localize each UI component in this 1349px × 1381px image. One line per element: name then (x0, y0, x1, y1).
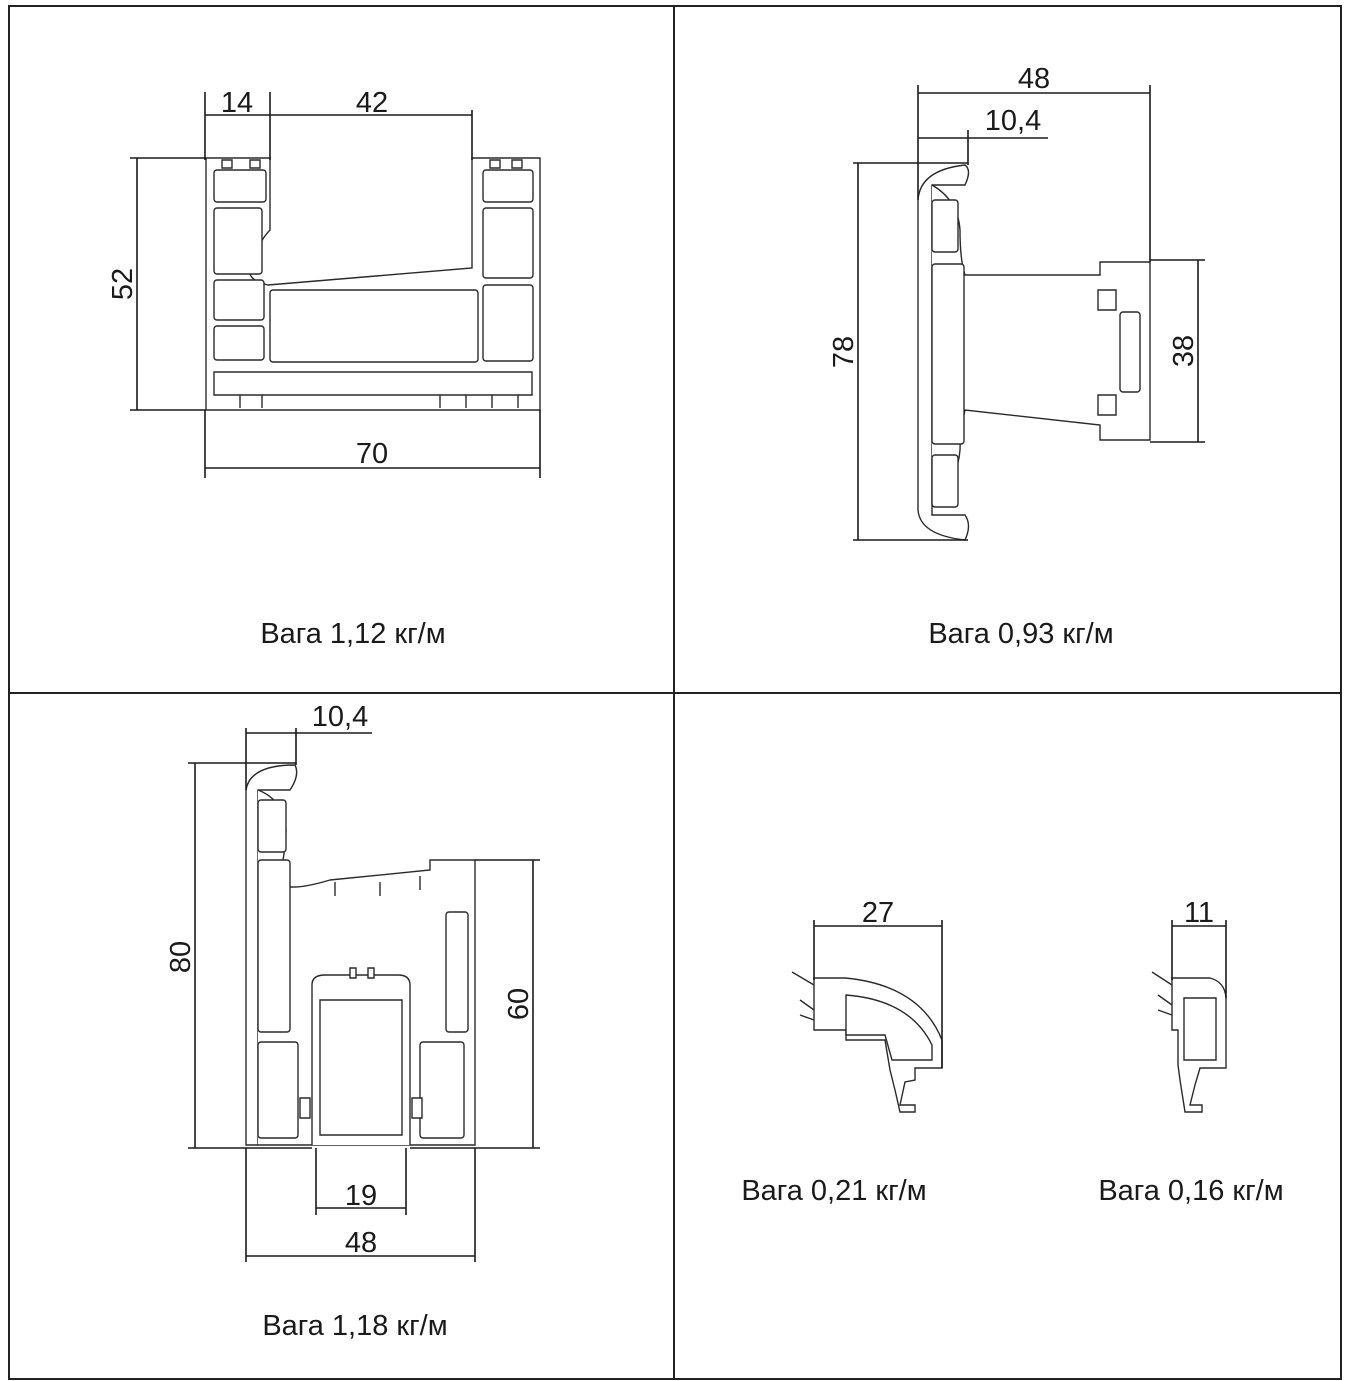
dim-11: 11 (1184, 897, 1214, 929)
dim-10-4: 10,4 (312, 701, 368, 733)
sash-profile-drawing (245, 764, 476, 1146)
frame-dimension-lines (130, 92, 541, 478)
frame-profile-drawing (205, 157, 541, 411)
dim-19: 19 (345, 1180, 377, 1212)
dim-42: 42 (356, 87, 388, 119)
sash-dimension-lines (188, 728, 540, 1262)
glazing-bead-large-drawing (791, 971, 943, 1113)
dim-52: 52 (107, 268, 139, 300)
dim-14: 14 (221, 87, 253, 119)
panel-sash-profile: 10,4 80 60 19 48 Вага 1,18 кг/м (165, 701, 540, 1342)
dim-60: 60 (503, 988, 535, 1020)
mullion-dimension-lines (853, 85, 1205, 541)
dim-80: 80 (165, 941, 197, 973)
weight-label-bead-small: Вага 0,16 кг/м (1098, 1175, 1283, 1207)
weight-label-mullion: Вага 0,93 кг/м (928, 618, 1113, 650)
dim-78: 78 (828, 336, 860, 368)
dim-48: 48 (1018, 63, 1050, 95)
dim-38: 38 (1168, 335, 1200, 367)
panel-grid (8, 5, 1342, 1380)
panel-frame-profile: 14 42 52 70 Вага 1,12 кг/м (107, 87, 541, 650)
panel-mullion-profile: 48 10,4 78 38 Вага 0,93 кг/м (828, 63, 1205, 650)
dim-10-4: 10,4 (985, 105, 1041, 137)
glazing-bead-dimension-lines (813, 920, 1227, 1068)
weight-label-frame: Вага 1,12 кг/м (260, 618, 445, 650)
dim-48: 48 (345, 1227, 377, 1259)
mullion-profile-drawing (917, 164, 1151, 541)
weight-label-sash: Вага 1,18 кг/м (262, 1310, 447, 1342)
dim-27: 27 (862, 897, 894, 929)
glazing-bead-small-drawing (1151, 971, 1227, 1113)
dim-70: 70 (356, 438, 388, 470)
weight-label-bead-large: Вага 0,21 кг/м (741, 1175, 926, 1207)
panel-glazing-beads: 27 11 Вага 0,21 кг/м Вага 0,16 кг/м (741, 897, 1283, 1207)
